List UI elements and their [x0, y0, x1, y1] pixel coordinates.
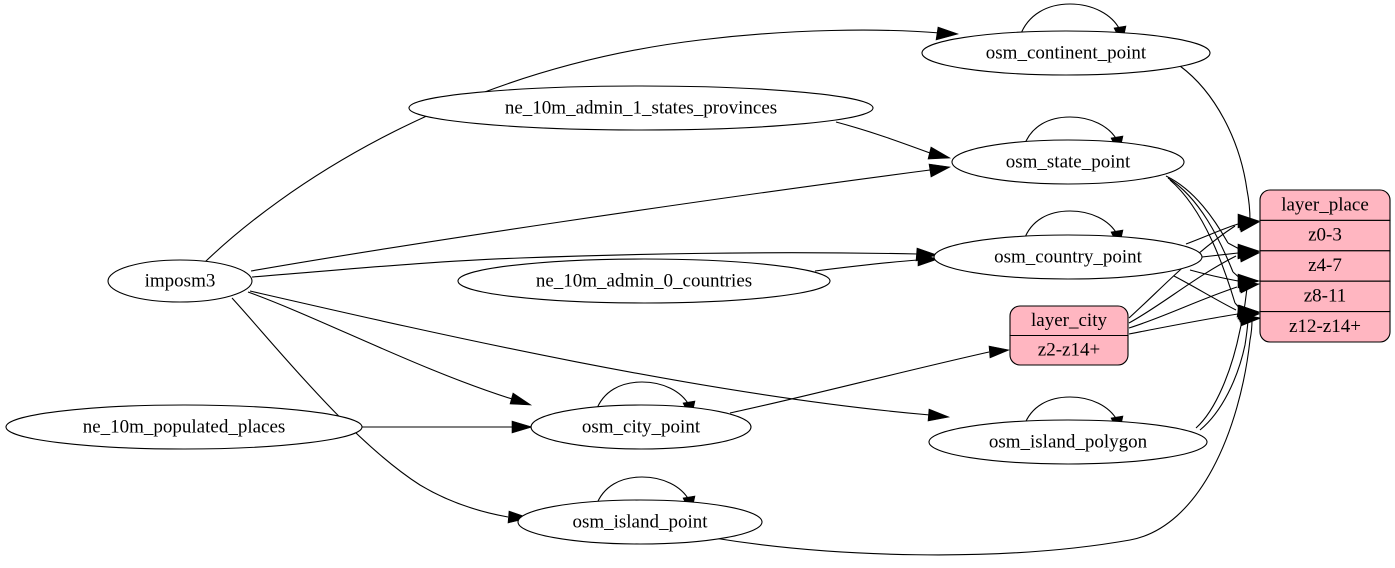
node-osm-country-point-label: osm_country_point: [994, 246, 1142, 267]
record-layer-place-row-z12-z14[interactable]: z12-z14+: [1289, 316, 1361, 337]
record-layer-place-row-z0-3[interactable]: z0-3: [1308, 224, 1342, 245]
edge-imposm3-to-osm-continent-point: [204, 26, 960, 263]
node-layer: imposm3 ne_10m_admin_1_states_provinces …: [5, 30, 1211, 545]
node-imposm3[interactable]: imposm3: [107, 259, 253, 303]
node-ne-10m-populated-places[interactable]: ne_10m_populated_places: [5, 404, 363, 450]
edge-imposm3-to-osm-island-polygon: [249, 290, 951, 422]
node-osm-city-point-label: osm_city_point: [582, 416, 701, 437]
record-layer-place-row-z8-11[interactable]: z8-11: [1304, 285, 1347, 306]
record-layer-city-row-z2-z14[interactable]: z2-z14+: [1038, 339, 1100, 360]
record-node-layer-city[interactable]: layer_city z2-z14+: [1009, 305, 1129, 366]
record-layer-place-row-z4-7[interactable]: z4-7: [1308, 255, 1342, 276]
node-osm-island-polygon-label: osm_island_polygon: [989, 431, 1148, 452]
edge-osm-island-point-to-layer-place-z12-z14: [713, 313, 1263, 556]
node-osm-state-point-label: osm_state_point: [1006, 151, 1131, 172]
node-osm-state-point[interactable]: osm_state_point: [951, 139, 1185, 185]
record-layer-city-title: layer_city: [1031, 310, 1107, 331]
edge-ne-admin0-to-osm-country-point: [814, 253, 940, 272]
node-osm-island-point[interactable]: osm_island_point: [517, 499, 763, 545]
node-ne-10m-admin-1-states-provinces[interactable]: ne_10m_admin_1_states_provinces: [408, 85, 874, 131]
record-node-layer: layer_place z0-3 z4-7 z8-11 z12-z14+ lay…: [1009, 189, 1391, 366]
node-ne-10m-admin-0-countries[interactable]: ne_10m_admin_0_countries: [457, 258, 831, 304]
edge-ne-populated-to-osm-city-point: [362, 420, 534, 434]
node-ne-admin0-label: ne_10m_admin_0_countries: [536, 270, 752, 291]
edge-osm-island-polygon-to-layer-place-z8-11: [1195, 279, 1261, 429]
node-osm-city-point[interactable]: osm_city_point: [530, 404, 752, 450]
record-layer-place-title: layer_place: [1281, 194, 1369, 215]
node-ne-populated-label: ne_10m_populated_places: [83, 416, 286, 437]
node-ne-admin1-label: ne_10m_admin_1_states_provinces: [505, 97, 777, 118]
edge-ne-admin1-to-osm-state-point: [835, 121, 952, 160]
edge-osm-continent-point-to-layer-place-z0-3: [1179, 65, 1260, 229]
node-imposm3-label: imposm3: [145, 270, 216, 291]
edge-imposm3-to-osm-state-point: [250, 163, 951, 272]
node-osm-continent-point[interactable]: osm_continent_point: [921, 30, 1211, 76]
edge-imposm3-to-osm-city-point: [247, 291, 533, 406]
edge-layer: [204, 3, 1263, 556]
node-osm-continent-point-label: osm_continent_point: [986, 42, 1147, 63]
edge-osm-city-point-to-layer-city-z2-z14: [729, 345, 1011, 414]
node-osm-country-point[interactable]: osm_country_point: [933, 234, 1203, 280]
node-osm-island-point-label: osm_island_point: [572, 511, 708, 532]
record-node-layer-place[interactable]: layer_place z0-3 z4-7 z8-11 z12-z14+: [1259, 189, 1391, 343]
edge-layer-city-to-layer-place-z0-3: [1128, 219, 1260, 319]
edge-layer-city-to-layer-place-z4-7: [1128, 249, 1260, 324]
node-osm-island-polygon[interactable]: osm_island_polygon: [928, 419, 1208, 465]
